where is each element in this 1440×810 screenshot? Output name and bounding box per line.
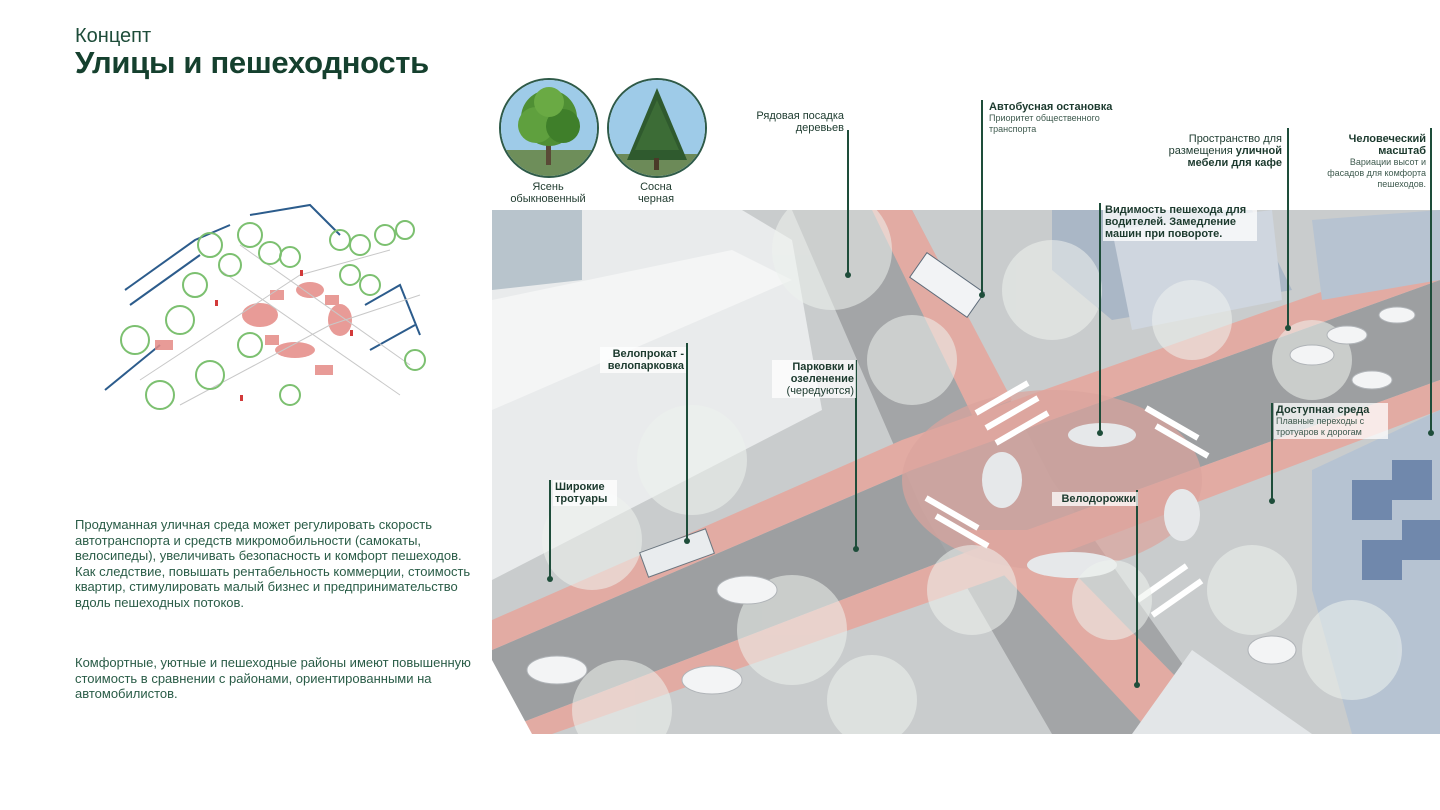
page-title: Улицы и пешеходность [75,45,429,80]
description-paragraph-2: Комфортные, уютные и пешеходные районы и… [75,655,471,701]
leader-line-visibility [1099,203,1101,435]
leader-line-bike-rental [686,343,688,543]
label-row-planting: Рядовая посадка деревьев [756,110,844,134]
marker-dot [1269,498,1275,504]
marker-dot [853,546,859,552]
marker-dot [1097,430,1103,436]
label-bike-lanes: Велодорожки [1052,492,1138,506]
label-cafe-furniture: Пространство для размещения уличной мебе… [1168,133,1282,169]
leader-line-row-planting [847,130,849,275]
label-wide-sidewalks: Широкие тротуары [553,480,617,506]
leader-line-cafe [1287,128,1289,328]
leader-line-sidewalks [549,480,551,580]
leader-line-accessible [1271,403,1273,503]
street-illustration [492,210,1440,734]
marker-dot [547,576,553,582]
label-accessible: Доступная среда Плавные переходы с троту… [1274,403,1388,439]
marker-dot [979,292,985,298]
leader-line-parking [855,360,857,550]
marker-dot [684,538,690,544]
leader-line-human-scale [1430,128,1432,433]
marker-dot [1428,430,1434,436]
leader-line-bike-lanes [1136,490,1138,687]
tree-ash-image [499,78,599,178]
label-bus-stop: Автобусная остановка Приоритет обществен… [989,101,1113,134]
page-subtitle: Концепт [75,25,152,47]
marker-dot [1134,682,1140,688]
leader-line-bus-stop [981,100,983,295]
description-paragraph-1: Продуманная уличная среда может регулиро… [75,517,471,610]
label-bike-rental: Велопрокат - велопарковка [600,347,686,373]
tree-pine-image [607,78,707,178]
marker-dot [845,272,851,278]
label-pedestrian-visibility: Видимость пешехода для водителей. Замедл… [1103,203,1257,241]
marker-dot [1285,325,1291,331]
concept-sketch [104,203,426,410]
label-human-scale: Человеческий масштаб Вариации высот и фа… [1327,133,1426,189]
label-parking-greenery: Парковки и озеленение (чередуются) [772,360,856,398]
